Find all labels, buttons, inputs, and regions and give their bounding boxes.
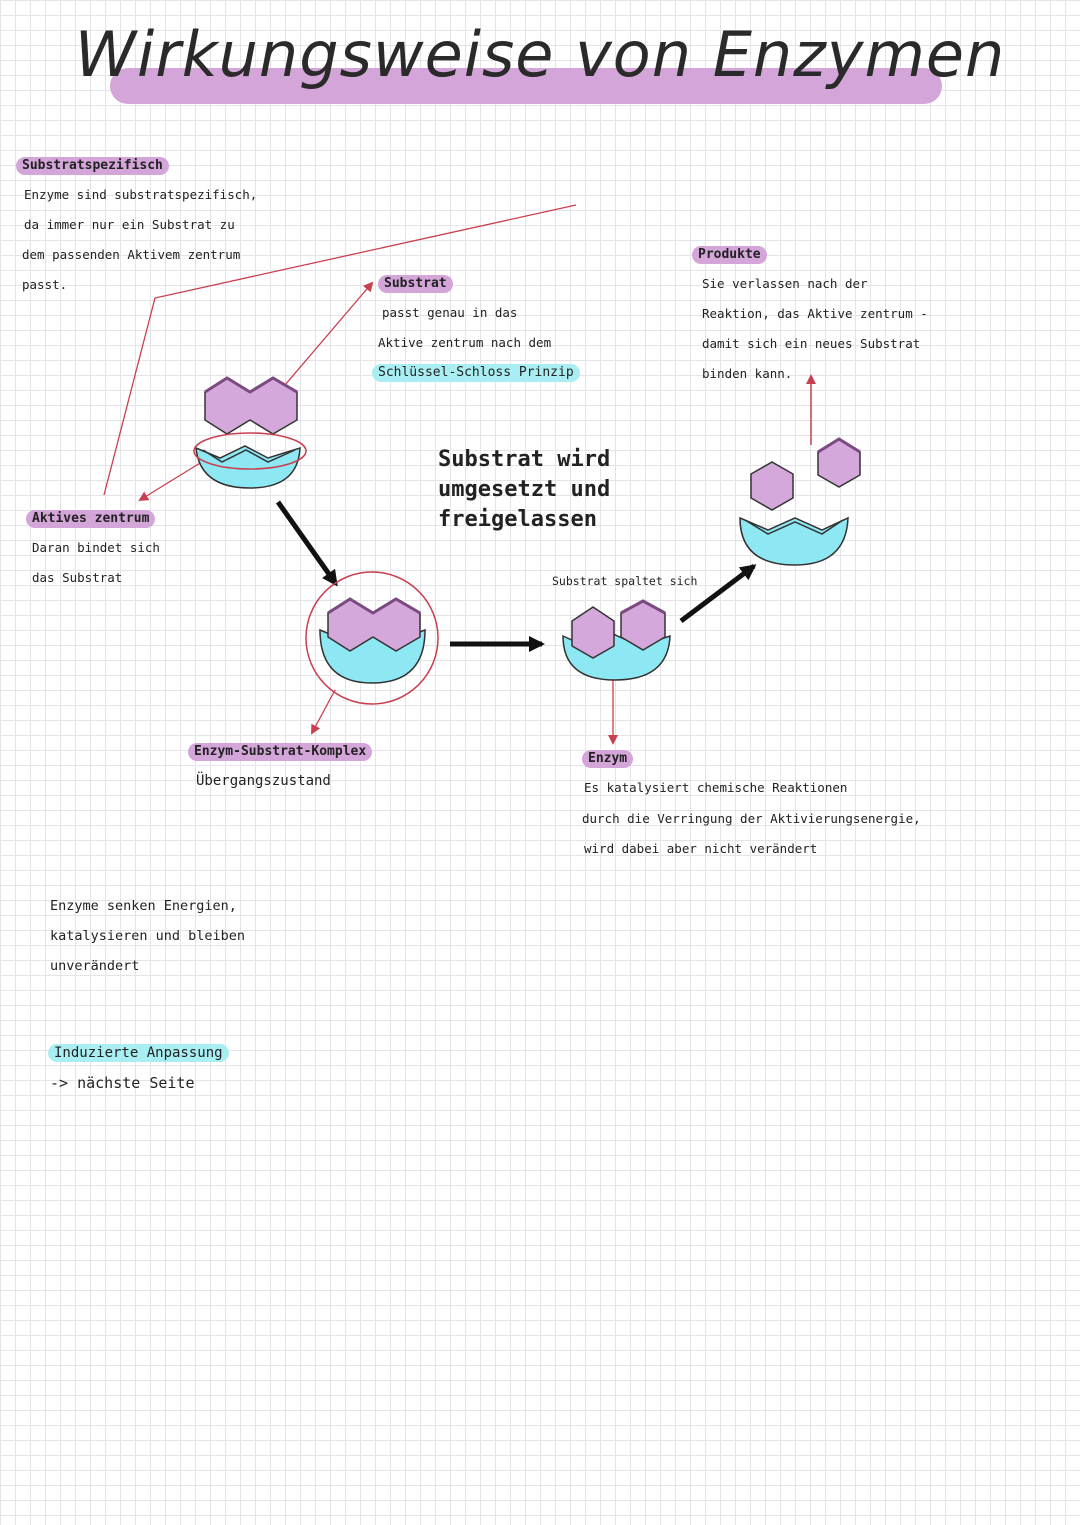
komplex-sub: Übergangszustand	[196, 773, 331, 789]
substratspezifisch-line: dem passenden Aktivem zentrum	[22, 247, 241, 262]
stage-1-enzyme-substrate	[193, 376, 307, 489]
produkte-line: Sie verlassen nach der	[702, 276, 868, 291]
title-highlight	[110, 68, 942, 104]
active-site-circle	[193, 432, 307, 470]
next-page-note: -> nächste Seite	[50, 1074, 195, 1092]
summary-line: Enzyme senken Energien,	[50, 898, 237, 914]
substrate-top-edge	[204, 376, 298, 394]
stage-4-products	[739, 437, 861, 566]
substratspezifisch-heading: Substratspezifisch	[16, 157, 169, 175]
product-hexagon-a	[571, 606, 615, 659]
umgesetzt-line: umgesetzt und	[438, 477, 611, 502]
substrate-shape	[204, 377, 298, 435]
released-product-b	[817, 438, 861, 488]
aktives-zentrum-line: das Substrat	[32, 570, 123, 585]
process-arrow-3	[679, 564, 757, 623]
komplex-heading: Enzym-Substrat-Komplex	[188, 743, 373, 761]
schluessel-schloss-highlight: Schlüssel-Schloss Prinzip	[372, 364, 580, 382]
summary-line: katalysieren und bleiben	[50, 928, 246, 944]
page-title: Wirkungsweise von Enzymen	[74, 18, 1006, 91]
process-arrow-1	[275, 500, 339, 587]
summary-line: unverändert	[50, 958, 140, 974]
released-product-a	[750, 461, 794, 511]
enzym-heading: Enzym	[582, 750, 634, 768]
spaltet-label: Substrat spaltet sich	[552, 574, 698, 588]
substrat-line: passt genau in das	[382, 305, 518, 320]
produkte-line: Reaktion, das Aktive zentrum -	[702, 306, 928, 321]
umgesetzt-line: Substrat wird	[438, 447, 611, 472]
produkte-line: damit sich ein neues Substrat	[702, 336, 921, 351]
stage-2-complex	[305, 571, 439, 705]
substrat-pointer	[284, 281, 374, 386]
induziert-heading: Induzierte Anpassung	[48, 1044, 229, 1062]
aktives-zentrum-pointer	[138, 459, 206, 502]
enzym-line: wird dabei aber nicht verändert	[584, 841, 818, 856]
enzym-line: Es katalysiert chemische Reaktionen	[584, 780, 848, 795]
substratspezifisch-line: Enzyme sind substratspezifisch,	[24, 187, 258, 202]
aktives-zentrum-line: Daran bindet sich	[32, 540, 160, 555]
substratspezifisch-connector	[103, 204, 577, 496]
complex-circle	[305, 571, 439, 705]
produkte-heading: Produkte	[692, 246, 767, 264]
umgesetzt-line: freigelassen	[438, 507, 597, 532]
stage-3-split	[562, 599, 671, 681]
substratspezifisch-line: da immer nur ein Substrat zu	[24, 217, 235, 232]
komplex-pointer	[311, 689, 336, 735]
produkte-line: binden kann.	[702, 366, 793, 381]
enzyme-shape	[195, 445, 301, 489]
aktives-zentrum-heading: Aktives zentrum	[26, 510, 156, 528]
substratspezifisch-line: passt.	[22, 277, 68, 292]
substrat-line: Aktive zentrum nach dem	[378, 335, 552, 350]
enzym-line: durch die Verringung der Aktivierungsene…	[582, 811, 921, 826]
substrat-heading: Substrat	[378, 275, 453, 293]
